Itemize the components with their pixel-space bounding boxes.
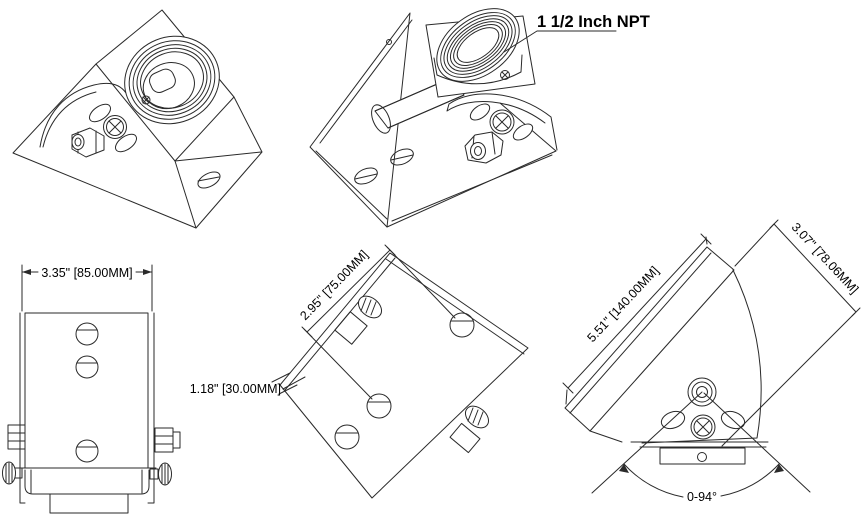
plate-hole (75, 322, 99, 346)
edge-thumbscrew (449, 405, 490, 454)
npt-callout-label: 1 1/2 Inch NPT (537, 13, 650, 31)
dimension-label-front-width: 3.35" [85.00MM] (41, 266, 132, 280)
thumb-knob (464, 131, 504, 164)
dimension-label-hole-offset: 1.18" [30.00MM] (190, 382, 281, 396)
plate-hole (75, 355, 99, 379)
dimension-plate-depth: 3.07" [78.06MM] (721, 219, 862, 447)
side-fin (39, 82, 127, 148)
side-nut-left (7, 424, 26, 450)
flange-screw-icon (500, 70, 510, 80)
base-foot (49, 493, 129, 514)
mount-plate (24, 312, 149, 469)
base-slot (354, 167, 378, 185)
pivot-fan (641, 269, 762, 444)
base-slot (334, 424, 360, 450)
base-slot (366, 393, 392, 419)
clamp-lever (88, 103, 138, 153)
dimension-label-plate-length: 5.51" [140.00MM] (584, 264, 661, 345)
bottom-view: 2.95" [75.00MM] 1.18" [30.00MM] (190, 244, 529, 499)
side-nut-right (154, 427, 181, 453)
leader-line (503, 30, 617, 53)
front-view: 3.35" [85.00MM] (2, 264, 181, 514)
inner-opening (149, 68, 176, 93)
base-bracket (630, 441, 769, 465)
dimension-front-width: 3.35" [85.00MM] (21, 264, 153, 312)
base-slot (390, 148, 414, 166)
dimension-tilt-angle: 0-94° (591, 391, 811, 504)
dimension-label-tilt-angle: 0-94° (687, 490, 717, 504)
npt-callout: 1 1/2 Inch NPT (503, 13, 650, 53)
base-slot (449, 312, 475, 338)
threaded-boss (124, 35, 220, 125)
clamp-lever (469, 103, 534, 141)
edge-thumbscrew (334, 295, 383, 345)
iso-view-rear: 1 1/2 Inch NPT (309, 8, 650, 228)
tilted-plate (564, 246, 735, 432)
plate-hole (75, 439, 99, 463)
dimension-label-hole-spacing: 2.95" [75.00MM] (297, 248, 370, 323)
phillips-screw-icon (489, 109, 515, 135)
set-screw-icon (141, 95, 151, 105)
dimension-hole-spacing: 2.95" [75.00MM] (297, 244, 456, 400)
thumbscrew-right (149, 462, 172, 486)
phillips-screw-icon (103, 115, 127, 139)
base-plate-outline (279, 252, 529, 499)
iso-view-front (12, 9, 263, 229)
thumb-knob (71, 127, 105, 158)
phillips-screw-icon (690, 414, 716, 440)
dimension-label-plate-depth: 3.07" [78.06MM] (789, 220, 862, 296)
npt-collar (386, 8, 523, 85)
thumbscrew-left (2, 461, 23, 485)
side-view: 5.51" [140.00MM] 3.07" [78.06MM] 0-94° (562, 219, 862, 504)
side-fin (448, 93, 558, 151)
base-slot (197, 171, 221, 189)
base-hole (697, 452, 707, 462)
dimension-hole-offset: 1.18" [30.00MM] (190, 372, 306, 396)
base-bracket (17, 467, 157, 514)
